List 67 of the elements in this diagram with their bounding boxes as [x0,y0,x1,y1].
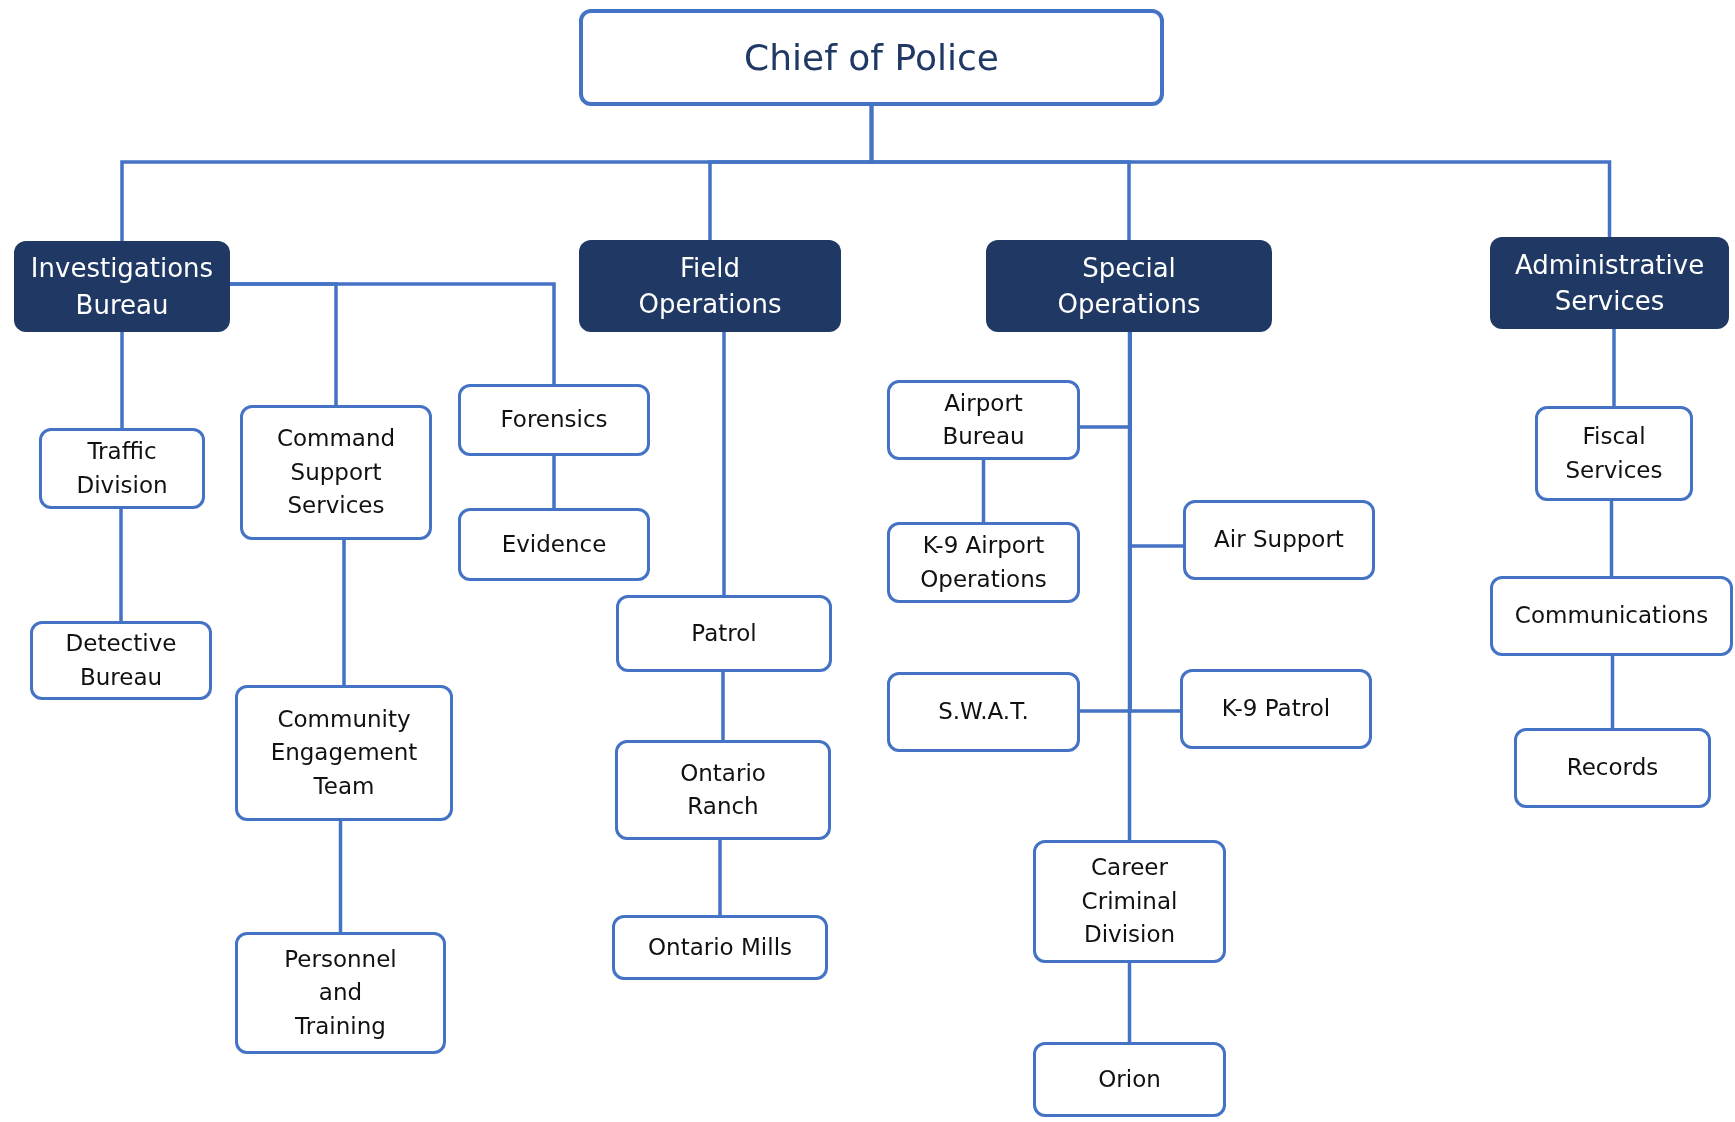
unit-label: Field Operations [637,251,783,321]
department-box [579,240,841,332]
connector-line [1127,332,1132,840]
unit-label: Ontario Mills [648,932,792,962]
title-box [579,9,1164,106]
unit-box [235,685,453,821]
unit-label: Command Support Services [275,424,397,521]
connector-line [1127,963,1132,1042]
connector-line [869,106,1612,237]
connector-line [1612,329,1616,406]
connector-line [1128,332,1180,713]
unit-box [458,384,650,456]
unit-label: Chief of Police [744,37,999,78]
unit-label: Orion [1098,1064,1161,1094]
department-box [986,240,1272,332]
unit-label: Records [1566,753,1659,783]
department-box [1490,237,1729,329]
unit-label: Career Criminal Division [1080,853,1179,950]
unit-label: Fiscal Services [1564,422,1664,485]
unit-label: Air Support [1214,525,1344,555]
unit-box [612,915,828,980]
unit-box [1514,728,1711,808]
unit-label: Forensics [500,405,608,435]
unit-label: Evidence [501,529,607,559]
unit-box [235,932,446,1054]
connector-line [718,840,722,915]
unit-box [887,522,1080,603]
unit-box [1180,669,1372,749]
connector-line [1610,656,1615,728]
unit-label: S.W.A.T. [938,697,1029,727]
connector-line [230,282,556,384]
connector-line [552,456,556,508]
connector-line [119,509,123,621]
connector-line [342,540,346,685]
connector-line [722,332,726,595]
unit-label: Administrative Services [1513,248,1706,318]
unit-box [240,405,432,540]
unit-box [458,508,650,581]
unit-box [1033,1042,1226,1117]
connector-line [981,460,986,522]
unit-label: Ontario Ranch [679,758,767,821]
unit-label: K-9 Airport Operations [919,531,1048,594]
unit-box [616,595,832,672]
unit-label: Patrol [691,618,757,648]
unit-box [1183,500,1375,580]
connector-line [338,821,343,932]
unit-box [887,672,1080,752]
unit-label: Investigations Bureau [29,252,215,322]
unit-label: Special Operations [1056,251,1202,321]
unit-label: Detective Bureau [64,629,178,692]
department-box [14,241,230,332]
unit-label: K-9 Patrol [1221,694,1331,724]
unit-box [39,428,205,509]
unit-box [615,740,831,840]
unit-label: Community Engagement Team [269,705,419,801]
unit-label: Communications [1514,601,1709,631]
unit-box [1490,576,1733,656]
unit-box [30,621,212,700]
connector-line [120,332,124,428]
unit-label: Personnel and Training [283,945,398,1041]
unit-label: Traffic Division [75,437,169,500]
unit-box [887,380,1080,460]
connector-line [721,672,725,740]
unit-box [1535,406,1693,501]
unit-label: Airport Bureau [941,388,1026,451]
connector-line [1609,501,1614,576]
unit-box [1033,840,1226,963]
